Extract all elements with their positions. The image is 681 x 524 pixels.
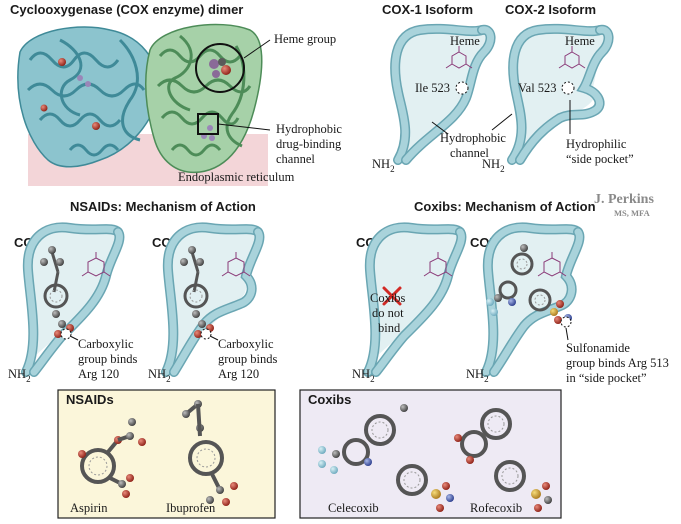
coxib-note1-line1: Coxibs <box>370 291 406 305</box>
heme-icon-nsaid1 <box>81 252 111 277</box>
cox-monomer-blue <box>17 26 159 168</box>
nsaid-note2-line1: Carboxylic <box>218 337 274 351</box>
heme-label-2: Heme <box>565 34 595 48</box>
aspirin-molecule <box>78 418 146 498</box>
dimer-title: Cyclooxygenase (COX enzyme) dimer <box>10 2 243 17</box>
heme-icon-coxib2 <box>537 252 567 277</box>
heme-cluster-icon <box>209 58 231 78</box>
ibuprofen-molecule-bound-1 <box>40 246 74 340</box>
nsaid-note1-line3: Arg 120 <box>78 367 119 381</box>
signature-name: J. Perkins <box>594 192 654 207</box>
nsaids-box <box>57 389 276 519</box>
nsaids-box-title: NSAIDs <box>66 392 114 407</box>
ibuprofen-molecule-bound-2 <box>180 246 214 340</box>
celecoxib-label: Celecoxib <box>328 501 379 515</box>
red-x-icon <box>382 286 402 306</box>
nh2-iso2: NH2 <box>482 157 505 174</box>
heme-icon-isoform1 <box>445 46 473 69</box>
hydrophilic-label-2: “side pocket” <box>566 152 634 166</box>
heme-group-callout: Heme group <box>274 32 336 46</box>
cox2-isoform-channel <box>507 23 614 165</box>
heme-icon-nsaid2 <box>221 252 251 277</box>
val-523-label: Val 523 <box>518 81 557 95</box>
cox1-isoform-title: COX-1 Isoform <box>382 2 473 17</box>
ile-523-label: Ile 523 <box>415 81 450 95</box>
heme-label-1: Heme <box>450 34 480 48</box>
coxib-cox1-channel <box>363 222 467 377</box>
aspirin-label: Aspirin <box>70 501 108 515</box>
heme-icon-coxib1 <box>423 252 453 277</box>
ibuprofen-label: Ibuprofen <box>166 501 216 515</box>
channel-callout-line2: drug-binding <box>276 137 342 151</box>
nsaid-note1-line1: Carboxylic <box>78 337 134 351</box>
signature-credentials: MS, MFA <box>614 208 651 218</box>
nsaid-cox1-channel <box>21 222 125 377</box>
heme-callout-circle <box>195 43 245 93</box>
coxib-note2-line2: group binds Arg 513 <box>566 356 669 370</box>
nsaid-note2-line3: Arg 120 <box>218 367 259 381</box>
nsaids-mechanism-title: NSAIDs: Mechanism of Action <box>70 199 256 214</box>
hydrophobic-label-2: channel <box>450 146 489 160</box>
hydrophobic-label-1: Hydrophobic <box>440 131 506 145</box>
ibuprofen-molecule <box>182 400 238 506</box>
coxibs-mechanism-title: Coxibs: Mechanism of Action <box>414 199 596 214</box>
nsaid-note2-line2: group binds <box>218 352 278 366</box>
nh2-coxib1: NH2 <box>352 367 375 384</box>
cox1-isoform-channel <box>390 23 496 165</box>
nsaid-note1-line2: group binds <box>78 352 138 366</box>
coxib-note1-line3: bind <box>378 321 401 335</box>
er-label: Endoplasmic reticulum <box>178 170 295 184</box>
nh2-coxib2: NH2 <box>466 367 489 384</box>
cox-monomer-green <box>144 23 263 174</box>
nh2-nsaid1: NH2 <box>8 367 31 384</box>
rofecoxib-label: Rofecoxib <box>470 501 522 515</box>
hydrophilic-label-1: Hydrophilic <box>566 137 627 151</box>
nh2-nsaid2: NH2 <box>148 367 171 384</box>
channel-callout-line1: Hydrophobic <box>276 122 342 136</box>
celecoxib-molecule <box>318 404 454 512</box>
coxib-note2-line3: in “side pocket” <box>566 371 647 385</box>
cox2-isoform-title: COX-2 Isoform <box>505 2 596 17</box>
nh2-iso1: NH2 <box>372 157 395 174</box>
channel-callout-line3: channel <box>276 152 315 166</box>
celecoxib-molecule-bound <box>486 244 572 328</box>
coxibs-box-title: Coxibs <box>308 392 351 407</box>
nsaid-cox2-channel <box>161 222 265 377</box>
rofecoxib-molecule <box>454 408 552 512</box>
heme-icon-isoform2 <box>558 46 586 69</box>
coxib-note1-line2: do not <box>372 306 404 320</box>
coxib-note2-line1: Sulfonamide <box>566 341 630 355</box>
